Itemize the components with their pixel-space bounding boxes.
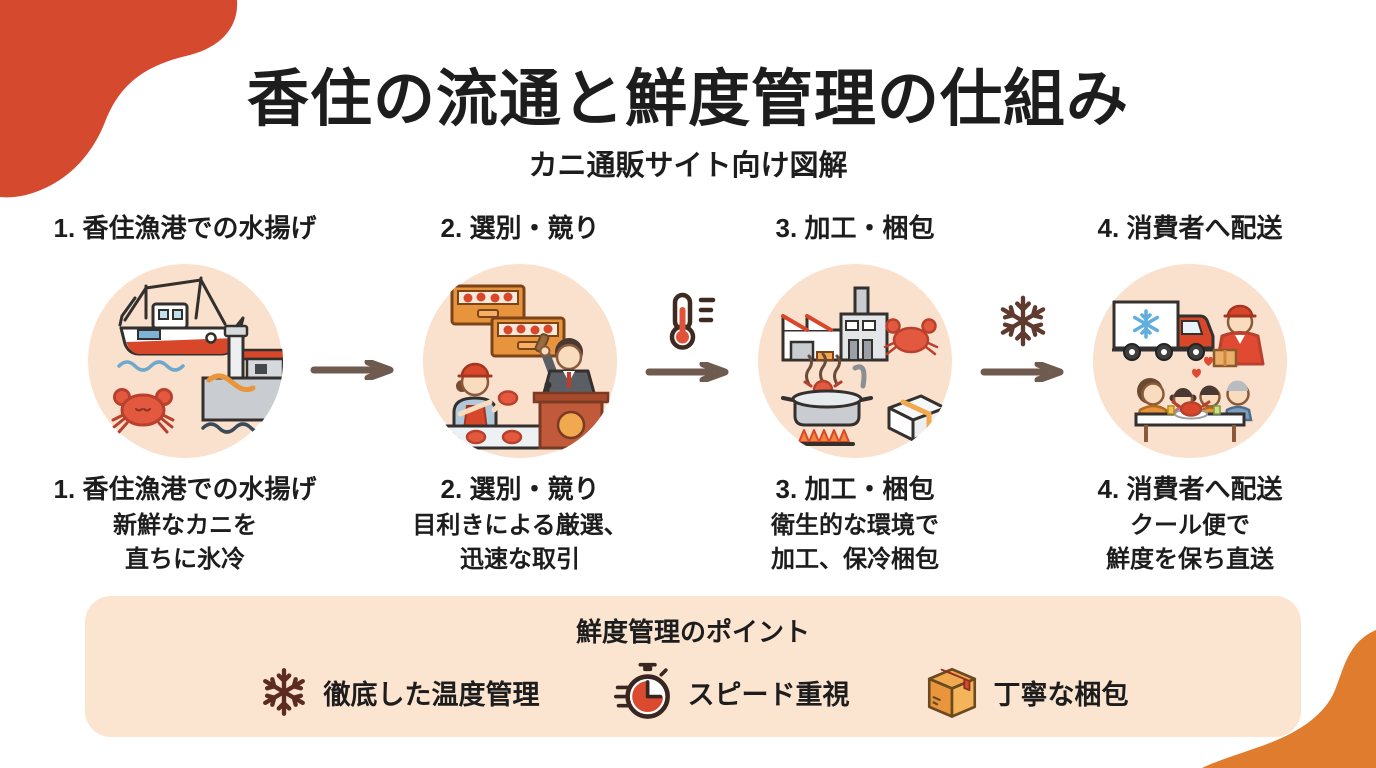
package-box-icon [927,667,976,718]
step-4-header: 4. 消費者へ配送 [1097,213,1283,243]
step-1-caption-desc: 新鮮なカニを 直ちに氷冷 [113,512,257,573]
step-2-column: 2. 選別・競り [395,208,645,576]
corner-blob-bottom-right [1202,630,1376,768]
arrow-icon [645,362,728,382]
processing-packing-illustration [757,264,952,458]
fishing-port-illustration [87,264,283,458]
snowflake-icon [262,668,305,716]
points-title: 鮮度管理のポイント [575,617,810,647]
delivery-family-illustration [1092,264,1287,458]
stopwatch-icon [613,662,670,719]
arrow-icon [980,362,1063,382]
process-flow: 1. 香住漁港での水揚げ [54,208,1315,576]
freshness-points-panel: 鮮度管理のポイント 徹底した温度管理 [85,596,1301,737]
step-3-caption-title: 3. 加工・梱包 [775,474,935,504]
step-3-caption-desc: 衛生的な環境で 加工、保冷梱包 [771,512,939,573]
step-2-caption-title: 2. 選別・競り [440,474,600,504]
step-1-column: 1. 香住漁港での水揚げ [54,208,317,576]
point-temperature-label: 徹底した温度管理 [323,679,540,710]
point-temperature: 徹底した温度管理 [258,666,540,718]
step-3-header: 3. 加工・梱包 [775,213,935,243]
step-4-caption-title: 4. 消費者へ配送 [1097,474,1283,504]
connector-2 [645,208,730,576]
step-3-column: 3. 加工・梱包 [730,208,980,576]
arrow-icon [310,360,393,380]
step-1-caption-title: 1. 香住漁港での水揚げ [53,474,317,504]
point-packing: 丁寧な梱包 [924,664,1129,720]
step-4-column: 4. 消費者へ配送 [1065,208,1315,576]
point-speed: スピード重視 [613,662,850,722]
snowflake-icon [1000,295,1045,347]
point-packing-label: 丁寧な梱包 [993,679,1129,710]
step-1-header: 1. 香住漁港での水揚げ [53,213,317,243]
thermometer-icon [669,292,715,350]
connector-3 [980,208,1065,576]
page-title: 香住の流通と鮮度管理の仕組み [246,65,1129,134]
corner-blob-top-left [0,0,238,198]
step-2-caption-desc: 目利きによる厳選、 迅速な取引 [412,512,628,573]
sorting-auction-illustration [422,264,617,458]
step-4-caption-desc: クール便で 鮮度を保ち直送 [1106,512,1274,573]
step-2-header: 2. 選別・競り [440,213,600,243]
points-items: 徹底した温度管理 スピード重視 [258,662,1129,722]
point-speed-label: スピード重視 [687,679,850,710]
page-subtitle: カニ通販サイト向け図解 [528,150,848,182]
connector-1 [310,208,395,576]
